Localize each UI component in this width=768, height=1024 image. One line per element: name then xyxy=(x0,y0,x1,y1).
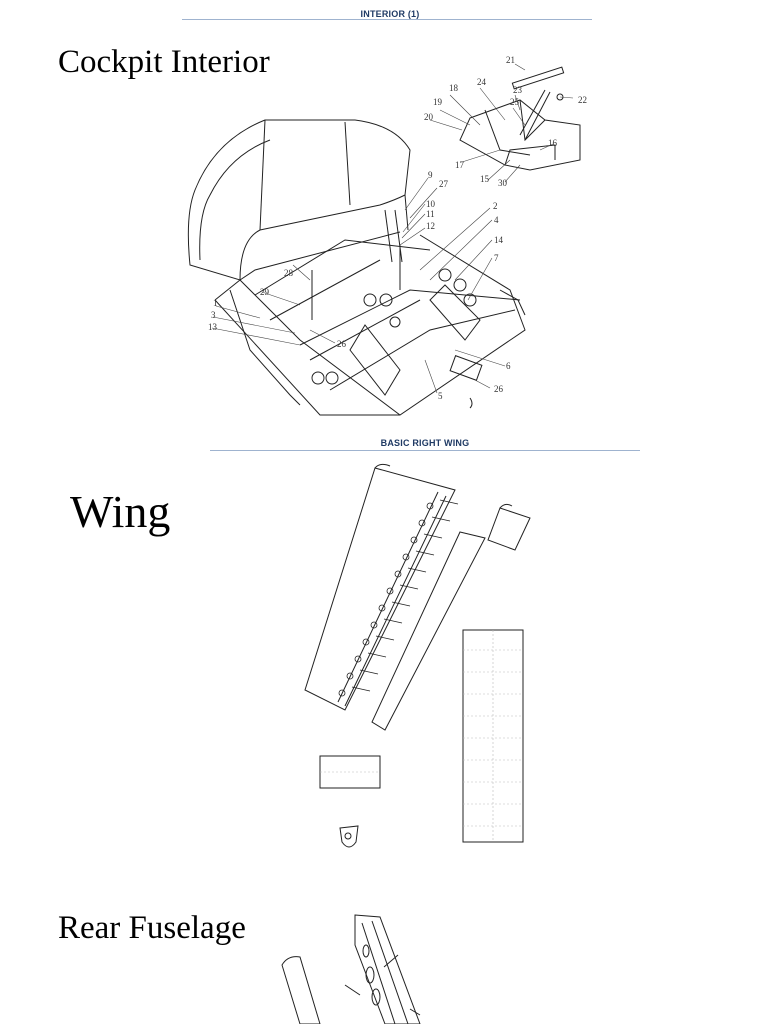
callout-label: 24 xyxy=(477,77,487,87)
callout-label: 2 xyxy=(493,201,498,211)
callout-label: 28 xyxy=(284,268,294,278)
callout-label: 4 xyxy=(494,215,499,225)
callout-label: 19 xyxy=(433,97,443,107)
callout-label: 10 xyxy=(426,199,436,209)
callout-label: 12 xyxy=(426,221,435,231)
wing-header-rule xyxy=(210,450,640,451)
rear-fuselage-heading: Rear Fuselage xyxy=(58,910,246,946)
callout-label: 23 xyxy=(513,85,523,95)
rear-fuselage-diagram xyxy=(281,914,421,1024)
rear-frame xyxy=(354,914,421,1024)
cockpit-floor xyxy=(239,234,526,416)
callout-label: 17 xyxy=(455,160,465,170)
wing-diagram xyxy=(304,463,531,848)
callout-label: 29 xyxy=(260,287,270,297)
canopy-outline xyxy=(187,119,411,281)
callout-label: 1 xyxy=(213,298,218,308)
callout-label: 20 xyxy=(424,112,434,122)
callout-label: 6 xyxy=(506,361,511,371)
callout-label: 30 xyxy=(498,178,508,188)
rear-skin-left xyxy=(281,956,321,1024)
callout-label: 16 xyxy=(548,138,558,148)
callout-label: 7 xyxy=(494,253,499,263)
callout-label: 18 xyxy=(449,83,459,93)
callout-label: 26 xyxy=(337,339,347,349)
cockpit-interior-heading: Cockpit Interior xyxy=(58,44,270,80)
callout-label: 11 xyxy=(426,209,435,219)
interior-section-header: INTERIOR (1) xyxy=(360,9,420,19)
callout-label: 5 xyxy=(438,391,443,401)
callout-label: 26 xyxy=(494,384,504,394)
wing-heading: Wing xyxy=(70,486,171,537)
callout-label: 15 xyxy=(480,174,490,184)
callout-label: 25 xyxy=(510,97,520,107)
callout-label: 9 xyxy=(428,170,433,180)
interior-header-rule-top xyxy=(182,19,592,20)
wing-flap xyxy=(371,531,486,731)
callout-label: 14 xyxy=(494,235,504,245)
wing-section-header: BASIC RIGHT WING xyxy=(380,438,470,448)
wing-badge xyxy=(339,825,359,848)
callout-label: 27 xyxy=(439,179,449,189)
cockpit-interior-diagram: 21 18 24 23 22 19 25 20 16 17 15 30 9 27… xyxy=(187,55,587,416)
callout-label: 3 xyxy=(211,310,216,320)
callout-label: 21 xyxy=(506,55,515,65)
wing-skin-main xyxy=(304,467,456,711)
callout-label: 13 xyxy=(208,322,218,332)
callout-label: 22 xyxy=(578,95,587,105)
